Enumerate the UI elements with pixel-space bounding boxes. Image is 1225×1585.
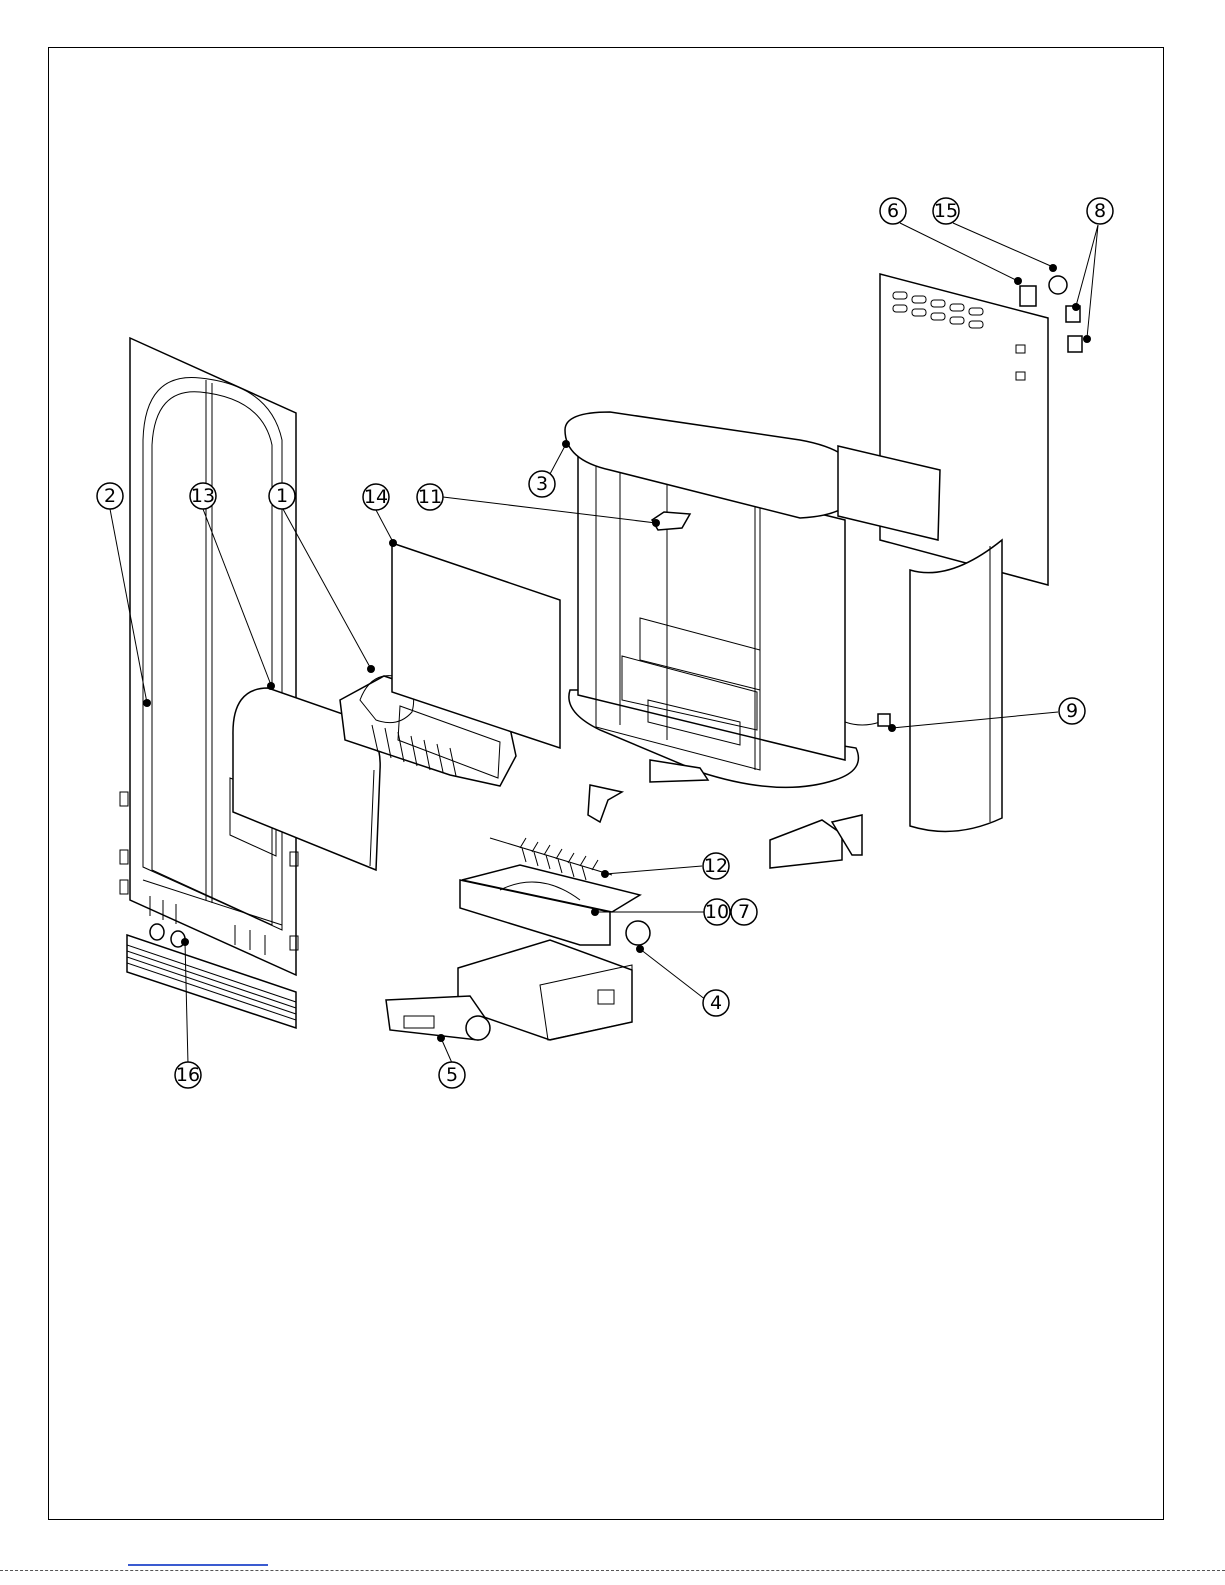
svg-text:1: 1 [276, 485, 288, 507]
side-curved-panel [910, 540, 1002, 831]
callout-10: 10 [704, 899, 730, 925]
control-knobs [150, 924, 185, 947]
bottom-link-underline[interactable] [128, 1564, 268, 1566]
thermostat-knob [626, 921, 650, 945]
svg-text:16: 16 [176, 1064, 200, 1086]
callout-13: 13 [190, 483, 216, 509]
callout-3: 3 [529, 471, 555, 497]
callout-16: 16 [175, 1062, 201, 1088]
svg-text:14: 14 [364, 486, 388, 508]
bottom-divider [0, 1570, 1225, 1571]
callout-7: 7 [731, 899, 757, 925]
svg-text:8: 8 [1094, 200, 1106, 222]
callout-2: 2 [97, 483, 123, 509]
svg-text:15: 15 [934, 200, 958, 222]
callout-1: 1 [269, 483, 295, 509]
callout-8: 8 [1087, 198, 1113, 224]
svg-text:13: 13 [191, 485, 215, 507]
callout-5: 5 [439, 1062, 465, 1088]
svg-text:9: 9 [1066, 700, 1078, 722]
svg-text:2: 2 [104, 485, 116, 507]
callout-15: 15 [933, 198, 959, 224]
svg-text:6: 6 [887, 200, 899, 222]
heater-assembly [386, 940, 632, 1040]
main-cabinet [565, 412, 860, 787]
callout-12: 12 [703, 853, 729, 879]
callout-6: 6 [880, 198, 906, 224]
svg-text:5: 5 [446, 1064, 458, 1086]
svg-text:3: 3 [536, 473, 548, 495]
svg-text:11: 11 [418, 486, 442, 508]
svg-text:10: 10 [705, 901, 729, 923]
callout-14: 14 [363, 484, 389, 510]
callout-9: 9 [1059, 698, 1085, 724]
callout-11: 11 [417, 484, 443, 510]
callout-4: 4 [703, 990, 729, 1016]
svg-text:4: 4 [710, 992, 722, 1014]
svg-text:7: 7 [738, 901, 750, 923]
svg-text:12: 12 [704, 855, 728, 877]
flame-tray [460, 865, 640, 945]
power-cord [845, 714, 890, 726]
rear-panel [880, 274, 1048, 585]
